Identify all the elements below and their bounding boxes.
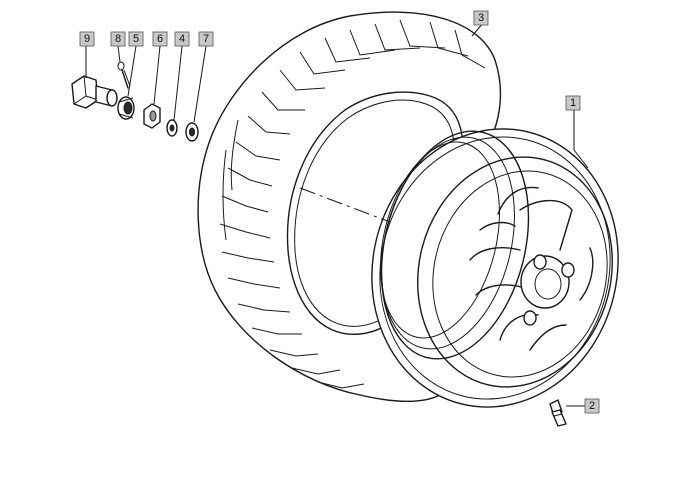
callout-3: 3 (473, 10, 489, 26)
wheel-rim (371, 128, 619, 408)
part-castle-nut (117, 96, 135, 120)
callout-1-label: 1 (570, 97, 576, 109)
callout-7-label: 7 (203, 33, 209, 45)
callout-9-label: 9 (84, 33, 90, 45)
callout-9: 9 (79, 31, 95, 47)
part-cotter-pin (117, 61, 131, 89)
callout-7: 7 (198, 31, 214, 47)
callout-8-label: 8 (115, 33, 121, 45)
axle-centerline (299, 187, 391, 223)
callout-6: 6 (152, 31, 168, 47)
callout-5: 5 (128, 31, 144, 47)
part-valve-stem (549, 399, 567, 427)
callout-2: 2 (584, 398, 600, 414)
part-washer-7 (185, 122, 199, 142)
tire-tread (219, 19, 486, 389)
callout-2-label: 2 (589, 400, 595, 412)
callout-5-label: 5 (133, 33, 139, 45)
callout-4-label: 4 (179, 33, 185, 45)
callout-6-label: 6 (157, 33, 163, 45)
part-washer-4 (166, 119, 178, 137)
callout-8: 8 (110, 31, 126, 47)
callout-3-label: 3 (478, 12, 484, 24)
callout-4: 4 (174, 31, 190, 47)
part-axle-spacer (71, 75, 118, 109)
callout-1: 1 (565, 95, 581, 111)
part-hex-nut (143, 103, 161, 129)
